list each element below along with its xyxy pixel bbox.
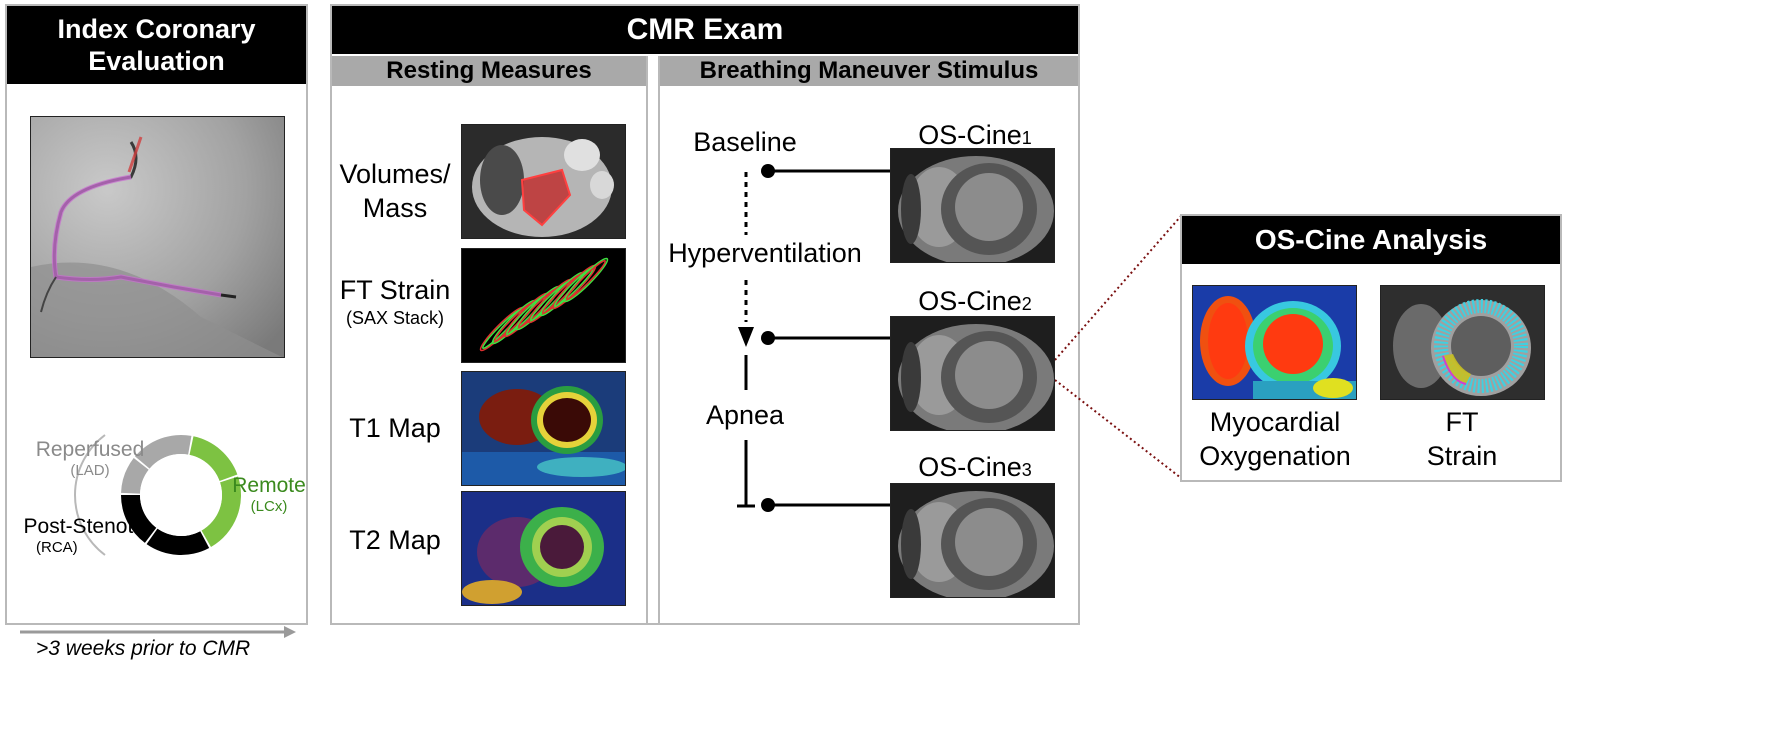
- timeline-arrow: [20, 622, 298, 642]
- resting-measures-header: Resting Measures: [332, 56, 646, 86]
- volumes-text: Volumes/: [339, 159, 451, 189]
- os-cine-1-image: [890, 148, 1055, 263]
- mass-text: Mass: [362, 193, 428, 223]
- myocardial-text: Myocardial: [1209, 407, 1341, 437]
- volumes-mass-image: [461, 124, 626, 239]
- cmr-exam-header: CMR Exam: [332, 6, 1078, 54]
- baseline-label: Baseline: [693, 127, 797, 157]
- os-cine-1-sub: 1: [1021, 128, 1032, 148]
- resting-breathing-divider: [646, 56, 660, 623]
- t1-map-label: T1 Map: [349, 413, 441, 443]
- os-cine-analysis-header: OS-Cine Analysis: [1182, 216, 1560, 264]
- os-cine-3-sub: 3: [1021, 460, 1032, 480]
- coronary-angiogram-image: [30, 116, 285, 358]
- ft-text: FT: [1445, 407, 1479, 437]
- reperfused-label: Reperfused (LAD): [20, 438, 160, 480]
- apnea-label: Apnea: [705, 400, 785, 430]
- os-cine-3-label: OS-Cine3: [895, 450, 1055, 487]
- index-coronary-title-line2: Evaluation: [88, 46, 225, 76]
- os-cine-2-name: OS-Cine: [918, 286, 1022, 316]
- donut-segment-remote-2: [201, 476, 241, 547]
- post-stenotic-artery-text: (RCA): [36, 539, 78, 556]
- sax-contour: [565, 259, 607, 301]
- donut-segment-reperfused-1: [135, 435, 192, 469]
- donut-segments: [121, 435, 241, 555]
- remote-label: Remote (LCx): [228, 474, 310, 516]
- sax-stack-text: (SAX Stack): [345, 308, 445, 328]
- zoom-connector-lines: [1055, 212, 1185, 482]
- volumes-mass-label: Volumes/ Mass: [335, 157, 455, 225]
- ft-strain-analysis-label: FT Strain: [1382, 405, 1542, 473]
- donut-segment-post-stenotic-1: [146, 528, 210, 555]
- sax-stack-contours: [479, 257, 609, 352]
- reperfused-artery-text: (LAD): [70, 462, 110, 479]
- post-stenotic-label: Post-Stenotic (RCA): [12, 515, 160, 557]
- donut-segment-reperfused-2: [121, 458, 149, 494]
- donut-segment-post-stenotic-2: [121, 495, 157, 543]
- index-coronary-title-line1: Index Coronary: [57, 14, 256, 44]
- myocardial-oxygenation-label: Myocardial Oxygenation: [1185, 405, 1365, 473]
- remote-text: Remote: [232, 474, 306, 497]
- post-stenotic-text: Post-Stenotic: [23, 515, 149, 538]
- os-cine-1-label: OS-Cine1: [895, 118, 1055, 155]
- reperfused-text: Reperfused: [35, 438, 145, 461]
- ft-strain-text: FT Strain: [339, 275, 451, 305]
- t1-map-image: [461, 371, 626, 486]
- ft-strain-analysis-image: [1380, 285, 1545, 400]
- segment-donut-chart: [48, 420, 248, 560]
- os-cine-2-label: OS-Cine2: [895, 284, 1055, 321]
- ft-strain-label: FT Strain (SAX Stack): [335, 273, 455, 329]
- ft-strain-sax-image: [461, 248, 626, 363]
- remote-artery-text: (LCx): [250, 498, 288, 515]
- t2-map-image: [461, 491, 626, 606]
- donut-segment-remote-1: [189, 436, 238, 481]
- hyperventilation-label: Hyperventilation: [668, 238, 862, 268]
- breathing-maneuver-header: Breathing Maneuver Stimulus: [660, 56, 1078, 86]
- index-coronary-header: Index Coronary Evaluation: [7, 6, 306, 84]
- myocardial-oxygenation-image: [1192, 285, 1357, 400]
- sax-contour: [563, 257, 609, 303]
- strain-text: Strain: [1426, 441, 1498, 471]
- t2-map-label: T2 Map: [349, 525, 441, 555]
- os-cine-3-image: [890, 483, 1055, 598]
- os-cine-1-name: OS-Cine: [918, 120, 1022, 150]
- timeline-text: >3 weeks prior to CMR: [36, 637, 251, 660]
- oxygenation-text: Oxygenation: [1199, 441, 1351, 471]
- os-cine-2-image: [890, 316, 1055, 431]
- breathing-timeline: [730, 150, 900, 520]
- os-cine-3-name: OS-Cine: [918, 452, 1022, 482]
- os-cine-2-sub: 2: [1021, 294, 1032, 314]
